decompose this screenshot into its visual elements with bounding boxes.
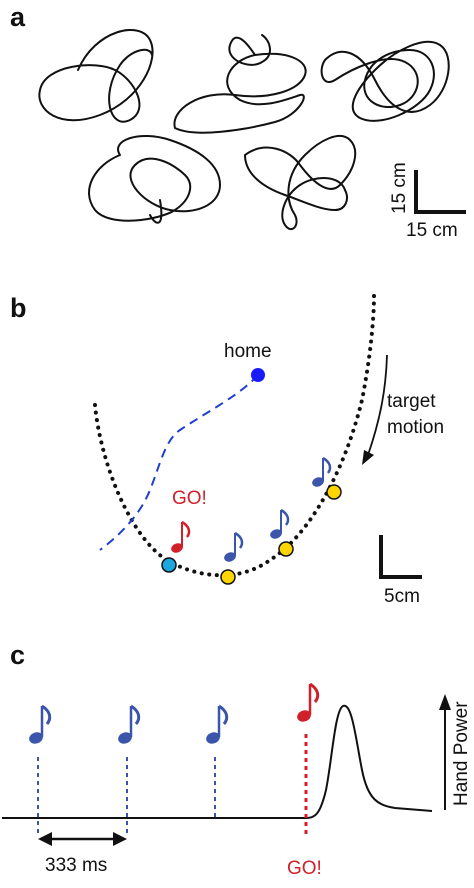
trajectory-loop-2 xyxy=(173,34,307,134)
panel-b-letter: b xyxy=(10,293,27,323)
hand-power-trace xyxy=(2,704,433,819)
target-dot-yellow-3 xyxy=(326,484,342,500)
music-note-blue-c-2 xyxy=(118,704,141,744)
hand-power-label: Hand Power xyxy=(451,701,472,806)
home-dot xyxy=(251,368,265,382)
trajectory-loop-5 xyxy=(244,135,357,231)
scalebar-a-horizontal-label: 15 cm xyxy=(406,220,458,241)
target-motion-label-line1: target xyxy=(387,391,436,412)
go-label-c: GO! xyxy=(287,858,322,879)
target-dot-cyan xyxy=(161,557,177,573)
music-note-blue-c-3 xyxy=(206,704,229,744)
target-motion-label-line2: motion xyxy=(387,417,444,438)
trajectory-loop-4 xyxy=(88,134,221,224)
music-note-blue-c-1 xyxy=(29,704,52,744)
target-dot-yellow-1 xyxy=(220,569,236,585)
scalebar-a-vertical-label: 15 cm xyxy=(389,162,410,214)
trajectory-loop-3 xyxy=(320,40,450,122)
scalebar-b-label: 5cm xyxy=(384,586,420,607)
target-dot-yellow-2 xyxy=(278,541,294,557)
music-note-red-b xyxy=(171,520,191,553)
music-note-blue-b-3 xyxy=(312,456,332,487)
panel-c-letter: c xyxy=(10,640,25,670)
home-label: home xyxy=(224,341,272,362)
panel-a-letter: a xyxy=(10,2,26,32)
hand-path-dashed xyxy=(99,374,259,551)
target-motion-arrowhead xyxy=(362,450,374,465)
music-note-blue-b-1 xyxy=(224,531,244,562)
hand-power-axis-arrowhead xyxy=(439,694,451,710)
target-motion-arrow xyxy=(367,354,388,456)
interval-arrowhead-left xyxy=(38,832,52,846)
music-note-blue-b-2 xyxy=(270,508,290,539)
go-label-b: GO! xyxy=(172,488,207,509)
music-note-red-c xyxy=(297,682,320,722)
trajectory-loop-1 xyxy=(38,29,154,123)
interval-arrowhead-right xyxy=(113,832,127,846)
interval-label: 333 ms xyxy=(45,855,107,876)
